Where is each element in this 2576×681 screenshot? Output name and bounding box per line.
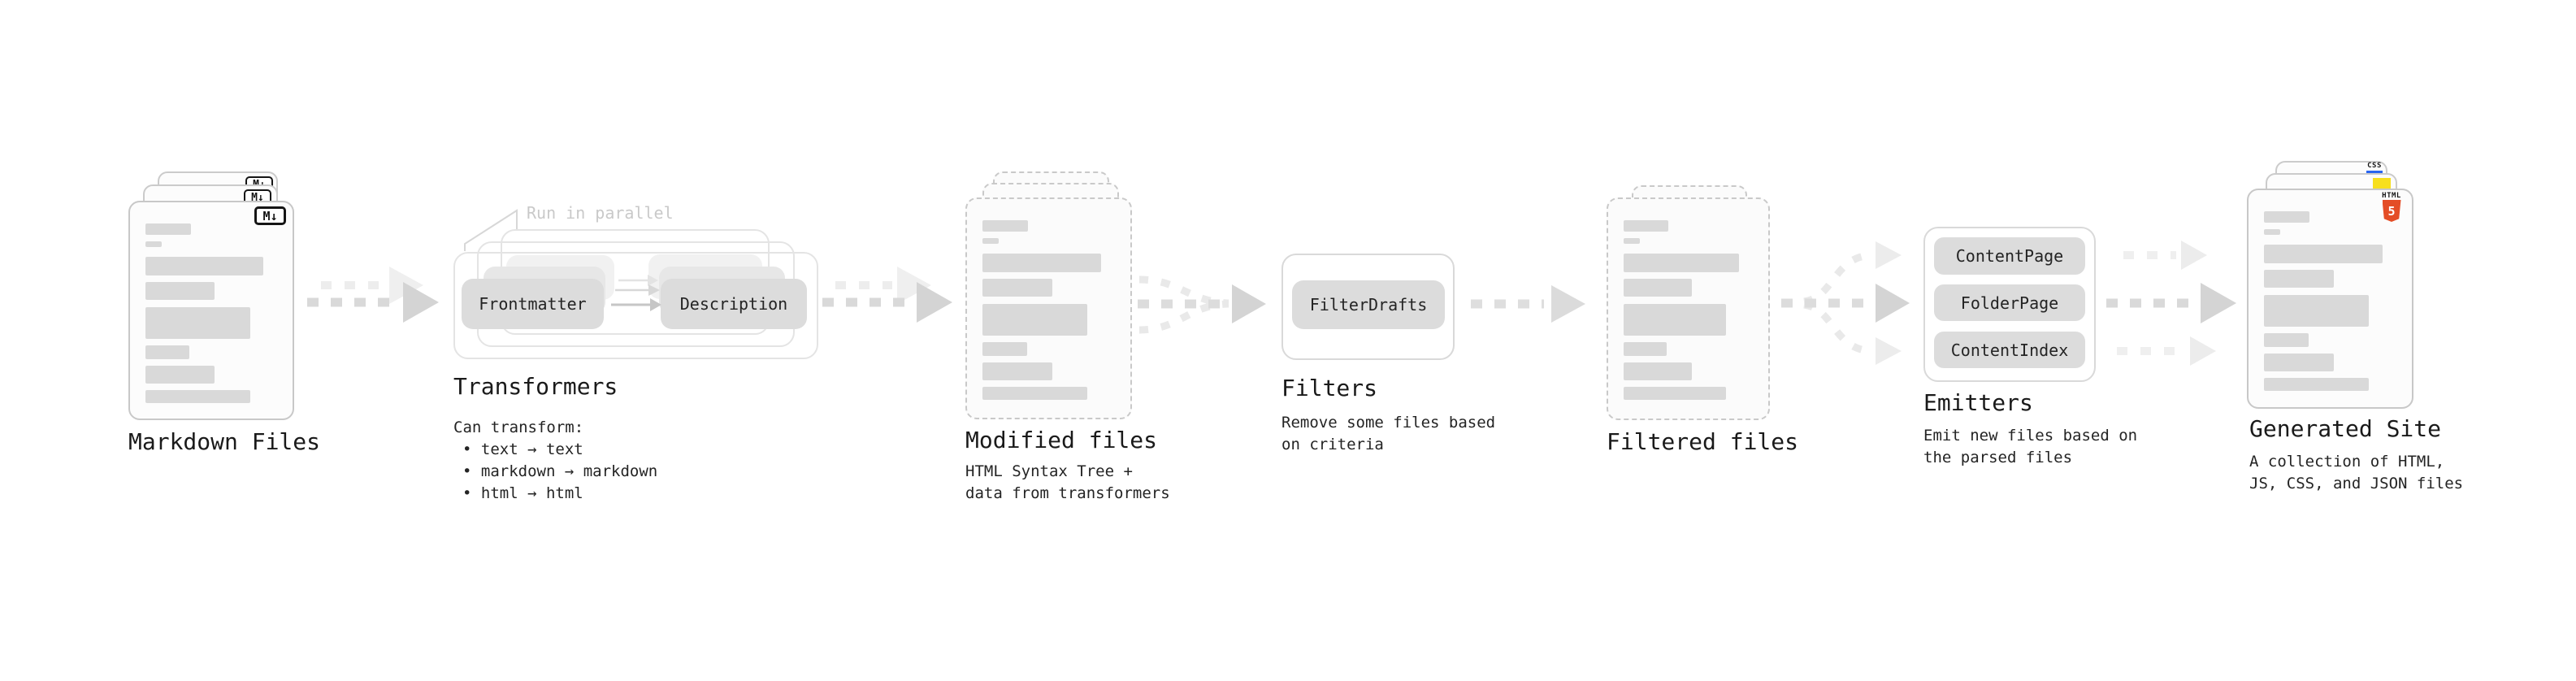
description-chip: Description <box>661 279 807 329</box>
text-line-placeholder <box>1624 238 1640 244</box>
filtered-file-front <box>1607 197 1770 420</box>
description-line: HTML Syntax Tree + <box>965 462 1133 480</box>
text-line-placeholder <box>1624 279 1692 297</box>
modified-file-front <box>965 197 1132 419</box>
transformer-layer-front <box>453 252 818 359</box>
text-line-placeholder <box>1624 342 1667 356</box>
text-line-placeholder <box>1624 304 1727 336</box>
contentpage-chip: ContentPage <box>1934 237 2085 275</box>
text-line-placeholder <box>2264 211 2310 223</box>
description-line: data from transformers <box>965 484 1170 502</box>
text-line-placeholder <box>2264 245 2383 263</box>
stage-label-generated-site: Generated Site <box>2249 415 2442 442</box>
text-line-placeholder <box>2264 295 2370 327</box>
stage-label-filtered-files: Filtered files <box>1607 428 1799 455</box>
text-line-placeholder <box>145 257 263 275</box>
description-line: Emit new files based on <box>1923 427 2138 445</box>
emitters-description: Emit new files based on the parsed files <box>1923 425 2137 469</box>
text-line-placeholder <box>982 387 1088 400</box>
text-line-placeholder <box>982 362 1052 380</box>
text-line-placeholder <box>2264 229 2281 235</box>
text-line-placeholder <box>1624 362 1692 380</box>
contentindex-chip: ContentIndex <box>1934 332 2085 368</box>
markdown-file-front <box>128 201 294 420</box>
html5-icon-shield: 5 <box>2382 200 2401 222</box>
text-line-placeholder <box>1624 387 1727 400</box>
text-line-placeholder <box>982 254 1101 272</box>
description-bullet: • html → html <box>462 484 583 502</box>
description-bullet: • markdown → markdown <box>462 462 658 480</box>
text-line-placeholder <box>145 282 215 300</box>
text-line-placeholder <box>982 342 1027 356</box>
description-line: JS, CSS, and JSON files <box>2249 475 2464 492</box>
transformers-description: Can transform: • text → text • markdown … <box>453 417 657 505</box>
folderpage-chip: FolderPage <box>1934 284 2085 321</box>
text-line-placeholder <box>1624 220 1669 232</box>
text-line-placeholder <box>982 279 1052 297</box>
description-line: the parsed files <box>1923 449 2073 466</box>
text-line-placeholder <box>982 304 1088 336</box>
arrow-modified-to-filters <box>1138 275 1266 334</box>
text-line-placeholder <box>145 345 190 359</box>
run-in-parallel-note: Run in parallel <box>527 203 674 223</box>
css-icon-bar <box>2366 171 2383 174</box>
stage-label-modified-files: Modified files <box>965 427 1158 453</box>
arrow-emitters-to-generated <box>2106 241 2236 366</box>
stage-label-emitters: Emitters <box>1923 389 2033 416</box>
text-line-placeholder <box>145 366 215 384</box>
css-icon-label: CSS <box>2367 162 2382 170</box>
text-line-placeholder <box>2264 354 2334 371</box>
description-line: A collection of HTML, <box>2249 453 2445 471</box>
text-line-placeholder <box>2264 270 2334 288</box>
markdown-icon: M↓ <box>254 206 286 225</box>
text-line-placeholder <box>145 241 162 247</box>
js-icon <box>2373 178 2391 189</box>
modified-files-description: HTML Syntax Tree + data from transformer… <box>965 461 1170 505</box>
arrow-filtered-to-emitters <box>1781 241 1910 365</box>
stage-label-filters: Filters <box>1281 375 1378 401</box>
description-bullet: • text → text <box>462 440 583 458</box>
html5-icon: HTML 5 <box>2381 192 2402 222</box>
stage-label-transformers: Transformers <box>453 373 618 400</box>
generated-site-description: A collection of HTML, JS, CSS, and JSON … <box>2249 451 2463 495</box>
arrow-transformers-to-modified <box>822 267 952 323</box>
arrow-filters-to-filtered <box>1471 285 1585 323</box>
text-line-placeholder <box>1624 254 1740 272</box>
text-line-placeholder <box>145 223 192 235</box>
generated-file-html <box>2247 189 2413 409</box>
description-line: on criteria <box>1281 436 1384 453</box>
filterdrafts-chip: FilterDrafts <box>1292 280 1445 329</box>
css-icon: CSS <box>2365 163 2384 174</box>
text-line-placeholder <box>145 307 250 339</box>
html5-icon-label: HTML <box>2382 192 2401 200</box>
text-line-placeholder <box>982 238 1000 244</box>
description-line: Can transform: <box>453 419 584 436</box>
text-line-placeholder <box>982 220 1029 232</box>
arrow-markdown-to-transformers <box>307 267 439 323</box>
stage-label-markdown-files: Markdown Files <box>128 428 321 455</box>
text-line-placeholder <box>2264 378 2370 391</box>
description-line: Remove some files based <box>1281 414 1496 432</box>
text-line-placeholder <box>2264 333 2309 347</box>
text-line-placeholder <box>145 390 250 403</box>
filters-description: Remove some files based on criteria <box>1281 412 1495 456</box>
frontmatter-chip: Frontmatter <box>462 279 604 329</box>
